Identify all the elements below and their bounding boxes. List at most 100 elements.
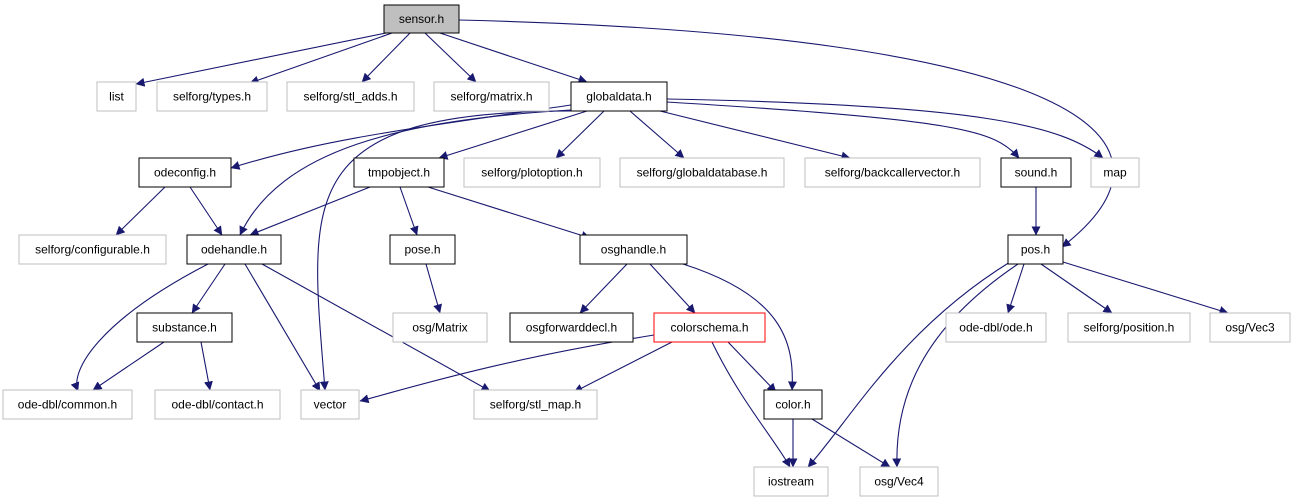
node-box (753, 466, 829, 497)
edge-globaldata-to-sound (666, 101, 1020, 159)
node-label: selforg/stl_map.h (490, 398, 581, 412)
node-box (859, 466, 939, 497)
node-position[interactable]: selforg/position.h (1067, 312, 1191, 343)
node-label: map (1103, 166, 1127, 180)
node-pos[interactable]: pos.h (1007, 234, 1064, 265)
node-label: color.h (775, 398, 810, 412)
node-box (96, 81, 137, 112)
node-contact[interactable]: ode-dbl/contact.h (154, 389, 281, 420)
node-label: selforg/plotoption.h (481, 166, 582, 180)
node-label: selforg/backcallervector.h (825, 166, 960, 180)
edge-osghandle-to-osgforward (579, 263, 628, 314)
edge-sensor-to-globaldata (439, 32, 588, 84)
node-osgforward[interactable]: osgforwarddecl.h (509, 312, 634, 343)
node-label: tmpobject.h (368, 166, 430, 180)
node-types[interactable]: selforg/types.h (156, 81, 268, 112)
edge-tmpobject-to-osghandle (427, 186, 591, 240)
edge-pos-to-vec3 (1062, 261, 1229, 315)
node-box (18, 234, 167, 265)
node-vector[interactable]: vector (300, 389, 360, 420)
node-sound[interactable]: sound.h (1000, 157, 1072, 188)
node-label: iostream (768, 475, 814, 489)
node-substance[interactable]: substance.h (136, 312, 233, 343)
node-box (653, 312, 766, 343)
node-box (1067, 312, 1191, 343)
node-configurable[interactable]: selforg/configurable.h (18, 234, 167, 265)
node-iostream[interactable]: iostream (753, 466, 829, 497)
node-label: sensor.h (399, 12, 444, 26)
edge-odeconfig-to-odehandle (189, 186, 223, 236)
edge-sensor-to-types (249, 32, 393, 85)
node-box (389, 234, 456, 265)
node-box (392, 312, 488, 343)
node-globaldatabase[interactable]: selforg/globaldatabase.h (619, 157, 785, 188)
edges-layer (70, 19, 1229, 468)
node-box (1000, 157, 1072, 188)
node-box (763, 389, 823, 420)
node-backcaller[interactable]: selforg/backcallervector.h (804, 157, 981, 188)
edge-osghandle-to-colorschema (649, 263, 696, 314)
node-box (383, 4, 460, 34)
node-label: globaldata.h (586, 90, 651, 104)
node-box (2, 389, 133, 420)
node-common[interactable]: ode-dbl/common.h (2, 389, 133, 420)
node-stl_adds[interactable]: selforg/stl_adds.h (286, 81, 415, 112)
node-label: vector (314, 398, 347, 412)
node-matrix[interactable]: selforg/matrix.h (433, 81, 550, 112)
node-label: substance.h (152, 321, 217, 335)
node-vec3[interactable]: osg/Vec3 (1209, 312, 1291, 343)
node-label: selforg/types.h (173, 90, 251, 104)
node-odehandle[interactable]: odehandle.h (186, 234, 282, 265)
node-box (463, 157, 601, 188)
edge-globaldata-to-plotoption (555, 110, 605, 159)
node-label: odehandle.h (201, 243, 267, 257)
node-globaldata[interactable]: globaldata.h (570, 81, 668, 112)
edge-pos-to-position (1040, 263, 1113, 314)
edge-globaldata-to-tmpobject (438, 110, 588, 160)
node-label: colorschema.h (670, 321, 748, 335)
edge-odehandle-to-substance (191, 263, 226, 314)
node-color[interactable]: color.h (763, 389, 823, 420)
node-label: selforg/configurable.h (35, 243, 150, 257)
node-map[interactable]: map (1090, 157, 1140, 188)
edge-globaldata-to-odeconfig (230, 104, 572, 170)
edge-odehandle-to-stl_map (261, 263, 491, 392)
edge-pos-to-odedbl_ode (1006, 263, 1025, 314)
node-colorschema[interactable]: colorschema.h (653, 312, 766, 343)
edge-colorschema-to-stl_map (573, 341, 673, 393)
node-label: list (109, 90, 124, 104)
node-label: osg/Vec3 (1225, 321, 1275, 335)
node-label: osgforwarddecl.h (526, 321, 617, 335)
node-box (353, 157, 445, 188)
edge-colorschema-to-vector (359, 334, 655, 404)
node-vec4[interactable]: osg/Vec4 (859, 466, 939, 497)
node-label: selforg/matrix.h (450, 90, 532, 104)
node-pose[interactable]: pose.h (389, 234, 456, 265)
node-odeconfig[interactable]: odeconfig.h (138, 157, 232, 188)
edge-substance-to-contact (200, 341, 213, 391)
nodes-layer: sensor.h list selforg/types.h selforg/stl_a… (2, 4, 1291, 497)
node-label: selforg/globaldatabase.h (637, 166, 768, 180)
node-stl_map[interactable]: selforg/stl_map.h (473, 389, 598, 420)
node-plotoption[interactable]: selforg/plotoption.h (463, 157, 601, 188)
node-label: ode-dbl/common.h (18, 398, 117, 412)
node-box (945, 312, 1047, 343)
node-osgmatrix[interactable]: osg/Matrix (392, 312, 488, 343)
edge-odehandle-to-common (70, 263, 209, 392)
node-box (186, 234, 282, 265)
node-box (156, 81, 268, 112)
node-sensor: sensor.h (383, 4, 460, 34)
edge-sensor-to-pos (458, 19, 1114, 248)
node-box (1007, 234, 1064, 265)
node-tmpobject[interactable]: tmpobject.h (353, 157, 445, 188)
node-odedbl_ode[interactable]: ode-dbl/ode.h (945, 312, 1047, 343)
edge-globaldata-to-odehandle (239, 109, 572, 236)
edge-tmpobject-to-pose (399, 186, 419, 236)
node-label: odeconfig.h (154, 166, 216, 180)
node-label: selforg/position.h (1084, 321, 1175, 335)
node-osghandle[interactable]: osghandle.h (579, 234, 688, 265)
node-list[interactable]: list (96, 81, 137, 112)
node-label: sound.h (1015, 166, 1058, 180)
edge-colorschema-to-color (727, 341, 777, 393)
node-box (138, 157, 232, 188)
